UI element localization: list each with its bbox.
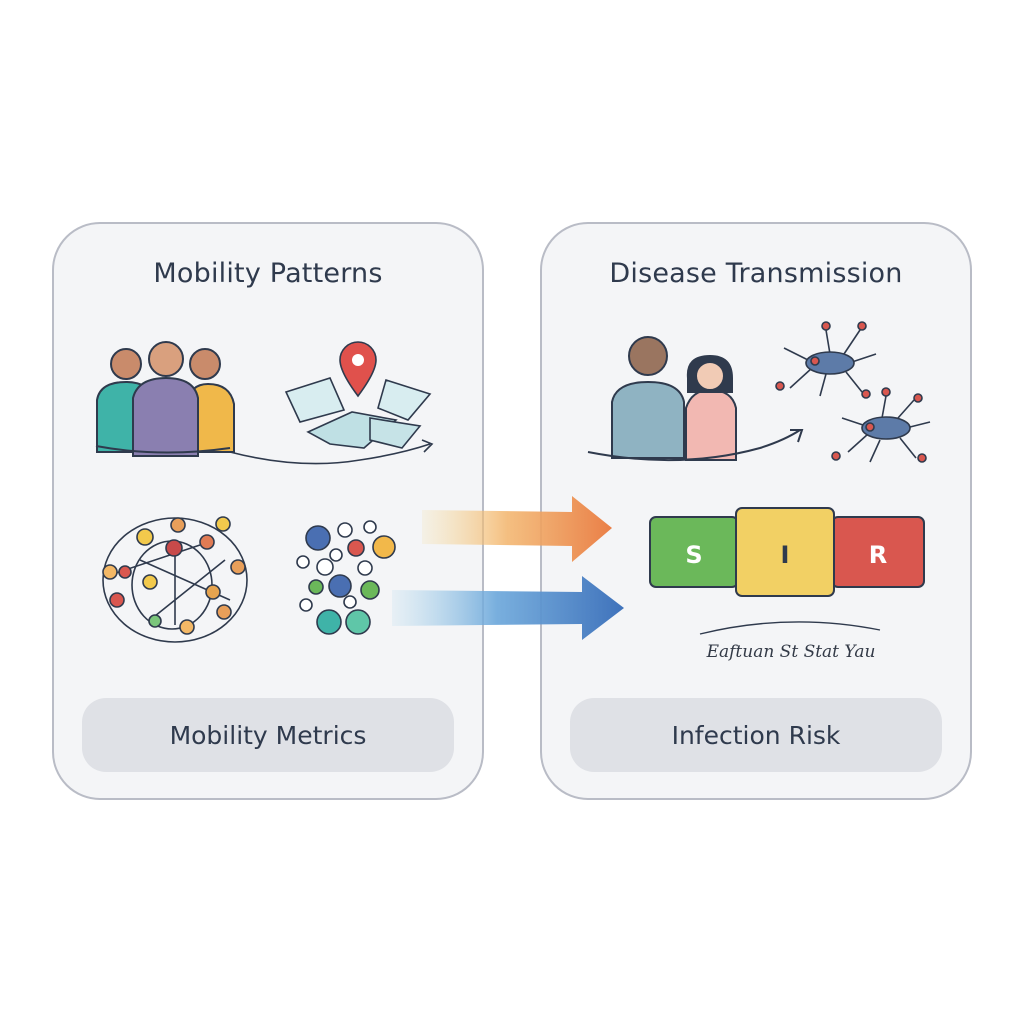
mobility-panel: Mobility Patterns Mobility Metrics xyxy=(52,222,484,800)
caption-arc xyxy=(699,621,881,635)
folded-map-icon xyxy=(229,377,434,465)
mobility-metrics-label: Mobility Metrics xyxy=(169,720,367,750)
map-pin-icon xyxy=(339,341,377,398)
sir-model xyxy=(649,507,925,597)
couple-icon xyxy=(587,336,804,462)
network-graph-icon xyxy=(102,516,248,643)
sir-letter-s: S xyxy=(685,541,702,569)
infection-risk-box: Infection Risk xyxy=(570,698,942,772)
sir-letter-r: R xyxy=(869,541,887,569)
panel-title-mobility: Mobility Patterns xyxy=(153,258,383,289)
people-group-icon xyxy=(95,341,235,457)
mobility-metrics-box: Mobility Metrics xyxy=(82,698,454,772)
sir-curve-caption: Eaftuan St Stat Yau xyxy=(706,642,876,662)
dot-cluster-icon xyxy=(296,520,396,635)
virus-particle-icon xyxy=(775,321,931,463)
infection-risk-label: Infection Risk xyxy=(671,720,841,750)
panel-title-transmission: Disease Transmission xyxy=(609,258,903,289)
sir-letter-i: I xyxy=(781,541,790,569)
arrow-top xyxy=(422,496,612,562)
arrow-bottom xyxy=(392,576,624,640)
infected-box xyxy=(735,507,835,597)
